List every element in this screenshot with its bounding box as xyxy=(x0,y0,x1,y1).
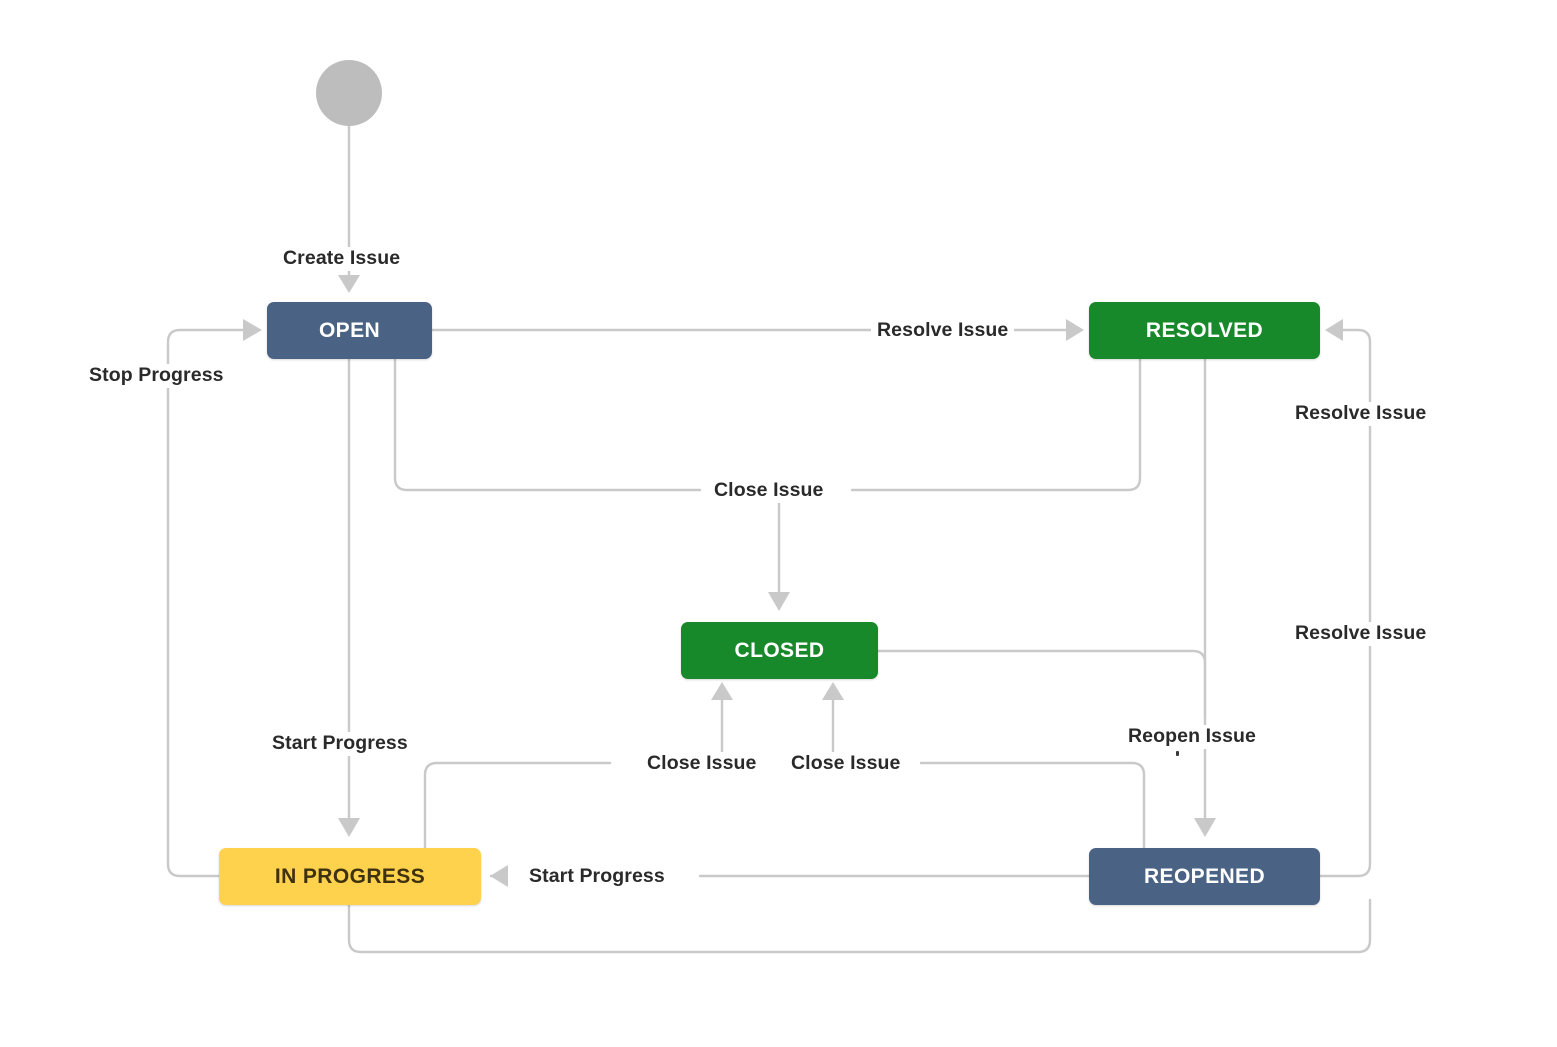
node-reopened[interactable]: REOPENED xyxy=(1089,848,1320,905)
arrowhead-create-issue xyxy=(338,275,360,293)
node-in-progress[interactable]: IN PROGRESS xyxy=(219,848,481,905)
edge-label-stop-progress: Stop Progress xyxy=(83,364,230,388)
node-in-progress-label: IN PROGRESS xyxy=(274,865,426,888)
edge-label-resolve-issue-reopened-resolved: Resolve Issue xyxy=(1289,402,1433,426)
edge-label-close-issue-open-closed: Close Issue xyxy=(708,479,830,503)
arrowhead-close-inprogress-closed xyxy=(711,682,733,700)
arrowhead-close-issue-closed xyxy=(768,592,790,611)
arrowhead-resolve-open-resolved xyxy=(1066,319,1084,341)
edge-label-resolve-issue-open-resolved: Resolve Issue xyxy=(871,319,1015,343)
edge-label-create-issue: Create Issue xyxy=(277,247,407,271)
edge-path-closed-reopened xyxy=(876,649,1207,718)
node-open[interactable]: OPEN xyxy=(267,302,432,359)
edge-path-close-open-closed xyxy=(393,357,702,492)
node-resolved[interactable]: RESOLVED xyxy=(1089,302,1320,359)
node-closed[interactable]: CLOSED xyxy=(681,622,878,679)
arrowheads xyxy=(243,275,1343,887)
reopen-issue-artifact-dot xyxy=(1176,751,1179,756)
arrowhead-resolve-reopened-resolved xyxy=(1325,319,1343,341)
edge-label-start-progress-open: Start Progress xyxy=(266,732,414,756)
node-reopened-label: REOPENED xyxy=(1143,865,1266,888)
edge-path-resolve-inprogress-resolved xyxy=(347,898,1372,954)
node-closed-label: CLOSED xyxy=(734,639,825,662)
node-open-label: OPEN xyxy=(318,319,381,342)
arrowhead-stop-progress xyxy=(243,319,262,341)
edge-label-reopen-issue: Reopen Issue xyxy=(1122,725,1262,749)
edge-path-close-inprogress-closed xyxy=(423,761,612,850)
edge-label-start-progress-reopened: Start Progress xyxy=(523,865,671,889)
edge-label-resolve-issue-inprogress-resolved: Resolve Issue xyxy=(1289,622,1433,646)
arrowhead-start-progress-reopened xyxy=(490,865,508,887)
arrowhead-reopen-issue xyxy=(1194,818,1216,837)
edge-label-close-issue-reopened-closed: Close Issue xyxy=(785,752,907,776)
edge-label-close-issue-inprogress-closed: Close Issue xyxy=(641,752,763,776)
edge-path-stop-progress xyxy=(166,328,245,878)
edge-path-close-reopened-closed xyxy=(919,761,1146,850)
node-resolved-label: RESOLVED xyxy=(1145,319,1264,342)
edge-path-resolve-reopened-resolved xyxy=(1318,328,1372,878)
arrowhead-close-reopened-closed xyxy=(822,682,844,700)
start-node[interactable] xyxy=(316,60,382,126)
edge-path-close-resolved-closed xyxy=(850,357,1142,492)
arrowhead-start-progress-open xyxy=(338,818,360,837)
